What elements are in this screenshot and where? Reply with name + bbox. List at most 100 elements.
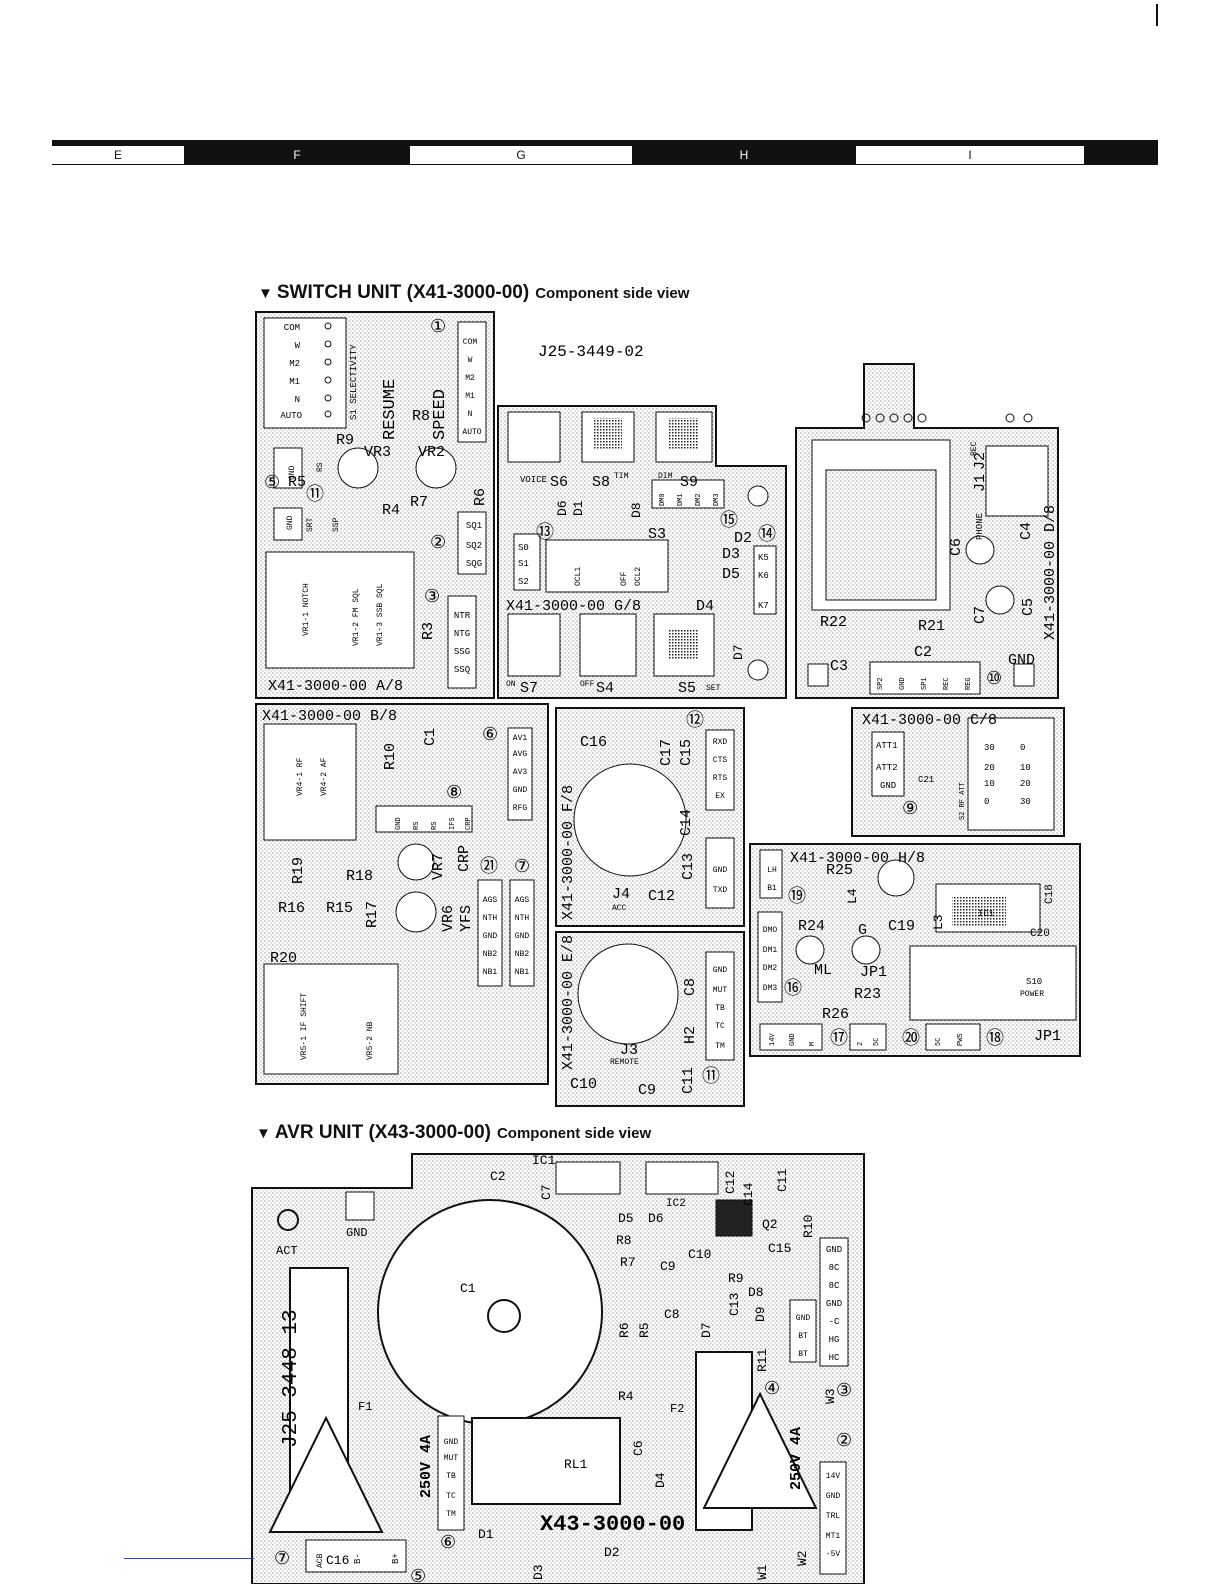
circle-8: ⑧ xyxy=(446,784,462,804)
att-30b: 30 xyxy=(1020,797,1031,807)
crop-mark xyxy=(1156,4,1158,26)
board-d-label: X41-3000-00 D/8 xyxy=(1042,505,1059,640)
conn7-gnd: GND xyxy=(515,932,530,941)
board-b: X41-3000-00 B/8 R10 C1 R19 R18 VR7 CRP R… xyxy=(255,703,549,1085)
circle-12: ⑫ xyxy=(686,710,704,732)
conn-f-gnd: GND xyxy=(713,866,728,875)
ref-c5: C5 xyxy=(1020,598,1037,616)
conn-s2: S2 xyxy=(518,577,529,587)
conn2-sq1: SQ1 xyxy=(466,521,482,531)
diode-d7: D7 xyxy=(731,644,746,660)
ref-r18: R18 xyxy=(346,868,373,885)
conn-k7: K7 xyxy=(758,601,769,611)
circle-20: ⑳ xyxy=(902,1028,920,1050)
ref-jp1b: JP1 xyxy=(1034,1028,1061,1045)
switch-s8: S8 xyxy=(592,474,610,491)
circle-9: ⑨ xyxy=(902,800,918,820)
conn1-m1: M1 xyxy=(465,392,475,401)
avr-ref-d8: D8 xyxy=(748,1285,764,1300)
avr-ref-ic2: IC2 xyxy=(666,1198,686,1210)
board-e-label: X41-3000-00 E/8 xyxy=(560,935,577,1070)
ref-r21: R21 xyxy=(918,618,945,635)
avr-ref-r8: R8 xyxy=(616,1233,632,1248)
avr-ref-gnd: GND xyxy=(346,1226,368,1240)
ref-gnd: GND xyxy=(1008,652,1035,669)
att-10b: 10 xyxy=(1020,763,1031,773)
switch-s3: S3 xyxy=(648,526,666,543)
conn-s0: S0 xyxy=(518,543,529,553)
board-g-label: X41-3000-00 G/8 xyxy=(506,598,641,615)
avr-ref-c15: C15 xyxy=(768,1241,791,1256)
diode-d3: D3 xyxy=(722,546,740,563)
circle-13: ⑬ xyxy=(536,522,554,544)
ref-c2: C2 xyxy=(914,644,932,661)
conn-e-tm: TM xyxy=(715,1042,725,1051)
switch-unit-heading: ▼SWITCH UNIT (X41-3000-00)Component side… xyxy=(258,282,689,304)
ref-ml: ML xyxy=(814,962,832,979)
avr-ref-act: ACT xyxy=(276,1244,298,1258)
circle-1: ① xyxy=(430,318,446,338)
conn-e-gnd: GND xyxy=(713,966,728,975)
vr4-2-label: VR4-2 AF xyxy=(320,757,329,796)
avr-conn-bminus: B- xyxy=(353,1553,363,1564)
avr-ref-d4: D4 xyxy=(653,1472,668,1488)
ref-c20: C20 xyxy=(1030,928,1050,940)
avr-conn-mid-gnd: GND xyxy=(444,1438,459,1447)
ref-att1: ATT1 xyxy=(876,741,898,751)
conn-lh: LH xyxy=(767,866,777,875)
vr5-1-label: VR5-1 IF SHIFT xyxy=(300,993,309,1060)
avr-conn-mid-tm: TM xyxy=(446,1510,456,1519)
board-a: COM W M2 M1 N AUTO S1 SELECTIVITY COM W … xyxy=(255,311,495,699)
ruler-baseline xyxy=(52,164,1158,165)
ref-ic1: IC1 xyxy=(978,909,994,919)
conn1-auto: AUTO xyxy=(462,428,481,437)
diode-d1: D1 xyxy=(571,500,586,516)
avr-ref-r9: R9 xyxy=(728,1271,744,1286)
ref-att2: ATT2 xyxy=(876,763,898,773)
conn6-avg: AVG xyxy=(513,750,528,759)
att-30a: 30 xyxy=(984,743,995,753)
avr-ref-c6: C6 xyxy=(631,1440,646,1456)
board-f-label: X41-3000-00 F/8 xyxy=(560,785,577,920)
ref-r22: R22 xyxy=(820,614,847,631)
avr-ref-rl1: RL1 xyxy=(564,1457,588,1472)
circle-6: ⑥ xyxy=(482,726,498,746)
avr-ref-q2: Q2 xyxy=(762,1217,778,1232)
avr-ref-r11: R11 xyxy=(755,1348,770,1372)
ref-vr3: VR3 xyxy=(364,444,391,461)
conn-d-gnd: GND xyxy=(899,677,907,690)
conn21-nb2: NB2 xyxy=(483,950,498,959)
switch-s9: S9 xyxy=(680,474,698,491)
column-e: E xyxy=(52,146,184,164)
ref-vr2: VR2 xyxy=(418,444,445,461)
ref-r15: R15 xyxy=(326,900,353,917)
ref-r6: R6 xyxy=(472,488,489,506)
ref-c21: C21 xyxy=(918,775,934,785)
avr-circle-2: ② xyxy=(836,1432,852,1452)
column-ruler: E F G H I xyxy=(52,136,1158,168)
conn-d-sp2: SP2 xyxy=(877,677,885,690)
conn-h-5c-b: 5C xyxy=(935,1038,943,1046)
conn1-n: N xyxy=(468,410,473,419)
conn2-sq2: SQ2 xyxy=(466,541,482,551)
avr-ref-c7: C7 xyxy=(539,1184,554,1200)
avr-ref-r5: R5 xyxy=(637,1322,652,1338)
conn8-ifs: IFS xyxy=(449,817,457,830)
conn6-av1: AV1 xyxy=(513,734,528,743)
avr-ref-d5: D5 xyxy=(618,1211,634,1226)
circle-10: ⑩ xyxy=(986,670,1002,690)
avr-ref-c12: C12 xyxy=(723,1171,738,1194)
avr-circle-5: ⑤ xyxy=(410,1568,426,1584)
diode-d5: D5 xyxy=(722,566,740,583)
ref-c17: C17 xyxy=(658,739,675,766)
column-end xyxy=(1084,146,1158,164)
att-20b: 20 xyxy=(1020,779,1031,789)
ref-r4: R4 xyxy=(382,502,400,519)
conn-k6: K6 xyxy=(758,571,769,581)
avr-ref-c1: C1 xyxy=(460,1281,476,1296)
circle-19: ⑲ xyxy=(788,886,806,908)
avr-conn-mt1: MT1 xyxy=(826,1532,841,1541)
switch-unit-title: SWITCH UNIT (X41-3000-00) xyxy=(276,282,530,303)
ref-r3: R3 xyxy=(420,622,437,640)
switch-unit-view: Component side view xyxy=(535,285,690,302)
